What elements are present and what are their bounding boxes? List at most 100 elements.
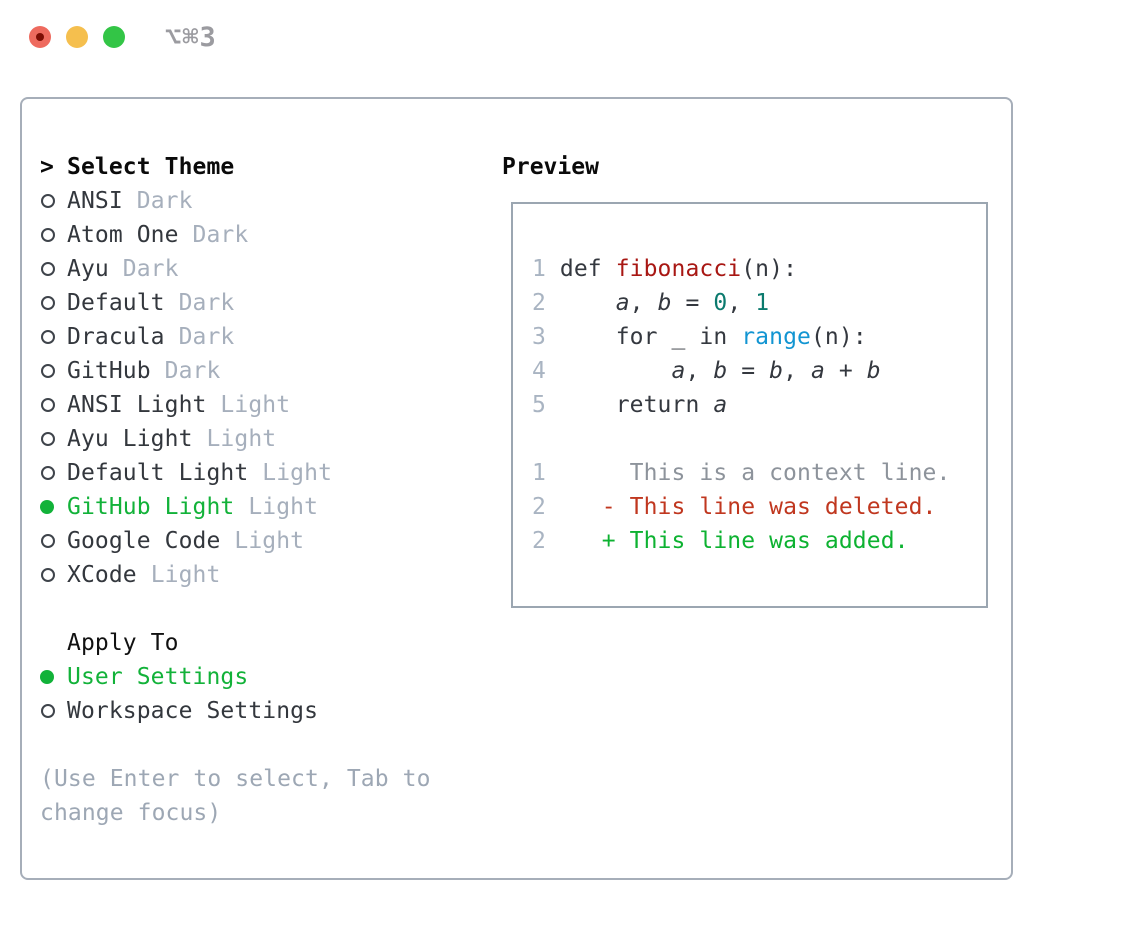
radio-selected-icon (40, 670, 54, 684)
apply-to-title: Apply To (67, 630, 179, 656)
apply-option-label: Workspace Settings (67, 698, 319, 724)
code-segment-num: 2 (532, 528, 546, 554)
theme-variant-tag: Light (220, 528, 305, 554)
code-segment-plain: + (824, 358, 867, 384)
code-segment-add: + This line was added. (601, 528, 909, 554)
theme-option-ansi[interactable]: ANSI Dark (40, 184, 332, 218)
theme-variant-tag: Light (234, 494, 319, 520)
theme-variant-tag: Dark (122, 188, 193, 214)
code-line: 2 + This line was added. (532, 524, 986, 558)
theme-variant-tag: Dark (164, 324, 235, 350)
theme-option-label: ANSI Light (67, 392, 207, 418)
code-segment-plain: = (671, 290, 714, 316)
theme-option-github[interactable]: GitHub Dark (40, 354, 332, 388)
prompt-icon: > (40, 154, 54, 180)
code-segment-plain: , (629, 290, 658, 316)
code-segment-plain: , (685, 358, 714, 384)
code-segment-var: a (671, 358, 686, 384)
theme-option-ansi-light[interactable]: ANSI Light Light (40, 388, 332, 422)
theme-option-label: Default Light (67, 460, 249, 486)
apply-to-header: Apply To (40, 626, 318, 660)
code-segment-num: 4 (532, 358, 546, 384)
theme-option-ayu-light[interactable]: Ayu Light Light (40, 422, 332, 456)
select-theme-title: Select Theme (67, 154, 235, 180)
radio-icon (41, 466, 55, 480)
code-segment-plain: = (727, 358, 770, 384)
theme-option-atom-one[interactable]: Atom One Dark (40, 218, 332, 252)
code-segment-plain: , (783, 358, 811, 384)
code-segment-builtin: range (741, 324, 811, 350)
apply-option-user-settings[interactable]: User Settings (40, 660, 318, 694)
maximize-button[interactable] (103, 26, 125, 48)
select-theme-header: > Select Theme (40, 150, 332, 184)
radio-icon (41, 398, 55, 412)
code-segment-func: fibonacci (615, 256, 742, 282)
theme-variant-tag: Dark (164, 290, 235, 316)
hint-line-2: change focus) (40, 800, 222, 826)
code-segment-plain: def (559, 256, 616, 282)
radio-icon (41, 194, 55, 208)
radio-icon (41, 228, 55, 242)
code-segment-num: 5 (532, 392, 546, 418)
code-line: 3 for _ in range(n): (532, 320, 986, 354)
code-segment-plain (546, 460, 630, 486)
radio-icon (41, 704, 55, 718)
radio-icon (41, 296, 55, 310)
code-line: 1 This is a context line. (532, 456, 986, 490)
radio-selected-icon (40, 500, 54, 514)
code-segment-plain (546, 324, 616, 350)
radio-icon (41, 330, 55, 344)
code-segment-var: a (615, 290, 630, 316)
radio-icon (41, 364, 55, 378)
radio-icon (41, 262, 55, 276)
radio-icon (41, 534, 55, 548)
code-segment-var: a (811, 358, 825, 384)
code-segment-plain: return (615, 392, 714, 418)
theme-option-xcode[interactable]: XCode Light (40, 558, 332, 592)
code-line: 1 def fibonacci(n): (532, 252, 986, 286)
theme-option-google-code[interactable]: Google Code Light (40, 524, 332, 558)
theme-option-label: Atom One (67, 222, 179, 248)
theme-option-label: XCode (67, 562, 137, 588)
radio-icon (41, 568, 55, 582)
theme-option-label: Ayu Light (67, 426, 193, 452)
theme-option-label: GitHub (67, 358, 151, 384)
theme-variant-tag: Light (248, 460, 333, 486)
code-line: 2 a, b = 0, 1 (532, 286, 986, 320)
theme-option-ayu[interactable]: Ayu Dark (40, 252, 332, 286)
theme-option-label: ANSI (67, 188, 123, 214)
theme-variant-tag: Dark (178, 222, 249, 248)
preview-heading: Preview (502, 154, 599, 180)
theme-option-label: Default (67, 290, 165, 316)
theme-options: ANSI Dark Atom One Dark Ayu Dark Default… (40, 184, 332, 592)
code-segment-var: a (713, 392, 728, 418)
theme-variant-tag: Light (136, 562, 221, 588)
theme-option-default-light[interactable]: Default Light Light (40, 456, 332, 490)
theme-option-github-light[interactable]: GitHub Light Light (40, 490, 332, 524)
code-segment-plain: , (727, 290, 756, 316)
theme-option-default[interactable]: Default Dark (40, 286, 332, 320)
code-segment-var: b (657, 290, 672, 316)
code-segment-del: - This line was deleted. (601, 494, 937, 520)
titlebar: ⌥⌘3 (0, 0, 1140, 74)
code-segment-plain: (n): (741, 256, 798, 282)
theme-picker-panel: > Select Theme ANSI Dark Atom One Dark Ay… (20, 97, 1013, 880)
apply-to-section: Apply To User Settings Workspace Setting… (40, 626, 318, 728)
radio-icon (41, 432, 55, 446)
apply-to-options: User Settings Workspace Settings (40, 660, 318, 728)
close-button[interactable] (29, 26, 51, 48)
theme-option-dracula[interactable]: Dracula Dark (40, 320, 332, 354)
code-segment-num: 1 (532, 256, 546, 282)
theme-option-label: Dracula (67, 324, 165, 350)
apply-to-indent (40, 626, 67, 660)
apply-option-workspace-settings[interactable]: Workspace Settings (40, 694, 318, 728)
code-segment-plain (546, 392, 616, 418)
apply-option-label: User Settings (67, 664, 249, 690)
theme-variant-tag: Light (192, 426, 277, 452)
theme-option-label: GitHub Light (67, 494, 235, 520)
minimize-button[interactable] (66, 26, 88, 48)
code-line (532, 422, 986, 456)
